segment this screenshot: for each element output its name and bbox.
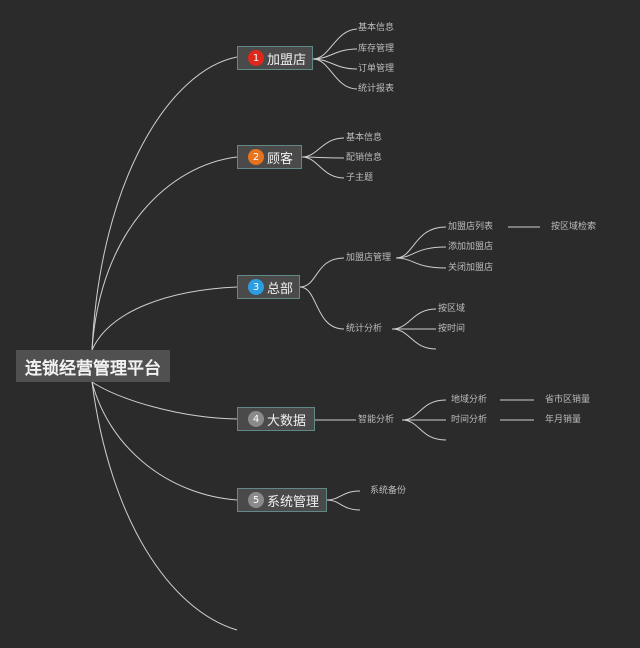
branch-node-big-data[interactable]: 4 大数据 — [237, 407, 315, 431]
branch-node-franchise[interactable]: 1 加盟店 — [237, 46, 313, 70]
number-badge-2: 2 — [248, 149, 264, 165]
leaf-customer-basic-info[interactable]: 基本信息 — [346, 133, 383, 143]
number-badge-3: 3 — [248, 279, 264, 295]
branch-label: 总部 — [267, 281, 294, 297]
leaf-time-analysis[interactable]: 时间分析 — [451, 415, 488, 425]
branch-label: 顾客 — [267, 151, 294, 167]
leaf-year-month-sales[interactable]: 年月销量 — [545, 415, 582, 425]
leaf-franchise-reports[interactable]: 统计报表 — [358, 84, 395, 94]
branch-node-customer[interactable]: 2 顾客 — [237, 145, 302, 169]
leaf-customer-distribution[interactable]: 配销信息 — [346, 153, 383, 163]
branch-node-headquarters[interactable]: 3 总部 — [237, 275, 300, 299]
leaf-province-city-sales[interactable]: 省市区销量 — [545, 395, 591, 405]
root-node[interactable]: 连锁经营管理平台 — [16, 350, 170, 382]
leaf-search-by-region[interactable]: 按区域检索 — [551, 222, 597, 232]
number-badge-5: 5 — [248, 492, 264, 508]
node-smart-analysis[interactable]: 智能分析 — [358, 415, 395, 425]
leaf-franchise-basic-info[interactable]: 基本信息 — [358, 23, 395, 33]
leaf-by-region[interactable]: 按区域 — [438, 304, 466, 314]
branch-label: 系统管理 — [267, 494, 320, 510]
number-badge-1: 1 — [248, 50, 264, 66]
leaf-add-franchise[interactable]: 添加加盟店 — [448, 242, 494, 252]
branch-label: 大数据 — [267, 413, 307, 429]
leaf-customer-subtopic[interactable]: 子主题 — [346, 173, 374, 183]
node-statistical-analysis[interactable]: 统计分析 — [346, 324, 383, 334]
leaf-close-franchise[interactable]: 关闭加盟店 — [448, 263, 494, 273]
leaf-by-time[interactable]: 按时间 — [438, 324, 466, 334]
node-franchise-management[interactable]: 加盟店管理 — [346, 253, 392, 263]
root-label: 连锁经营管理平台 — [25, 358, 161, 379]
leaf-system-backup[interactable]: 系统备份 — [370, 486, 407, 496]
branch-label: 加盟店 — [267, 52, 307, 68]
branch-node-system-management[interactable]: 5 系统管理 — [237, 488, 327, 512]
leaf-franchise-inventory[interactable]: 库存管理 — [358, 44, 395, 54]
leaf-geo-analysis[interactable]: 地域分析 — [451, 395, 488, 405]
leaf-franchise-list[interactable]: 加盟店列表 — [448, 222, 494, 232]
number-badge-4: 4 — [248, 411, 264, 427]
leaf-franchise-orders[interactable]: 订单管理 — [358, 64, 395, 74]
